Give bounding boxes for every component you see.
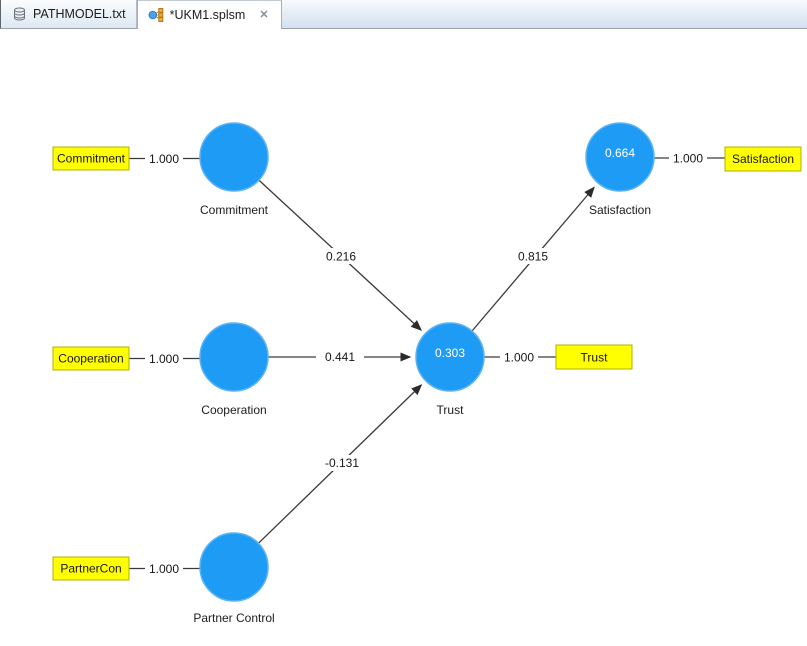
tab-ukm1[interactable]: *UKM1.splsm ✕ bbox=[136, 0, 282, 29]
model-icon bbox=[148, 8, 164, 22]
indicator-trust[interactable]: Trust bbox=[555, 344, 633, 370]
latent-node[interactable] bbox=[199, 322, 269, 392]
latent-label: Satisfaction bbox=[589, 203, 651, 217]
label-backing bbox=[316, 349, 364, 365]
loading-label: 1.000 bbox=[149, 352, 179, 366]
label-backing bbox=[145, 351, 183, 366]
latent-partner-control[interactable]: Partner Control bbox=[193, 532, 275, 625]
indicator-label: Commitment bbox=[57, 152, 126, 166]
latent-label: Partner Control bbox=[193, 611, 274, 625]
latent-commitment[interactable]: Commitment bbox=[199, 122, 269, 217]
latent-satisfaction[interactable]: 0.664 Satisfaction bbox=[585, 122, 655, 217]
indicator-box[interactable] bbox=[52, 346, 130, 371]
label-backing bbox=[317, 455, 367, 471]
indicator-label: Satisfaction bbox=[732, 152, 794, 166]
latent-node[interactable] bbox=[199, 122, 269, 192]
latent-cooperation[interactable]: Cooperation bbox=[199, 322, 269, 417]
label-backing bbox=[145, 151, 183, 166]
indicator-commitment[interactable]: Commitment bbox=[52, 146, 130, 171]
indicator-box[interactable] bbox=[52, 556, 130, 581]
r-squared-value: 0.303 bbox=[435, 346, 465, 360]
indicator-box[interactable] bbox=[555, 344, 633, 370]
indicator-label: Trust bbox=[581, 351, 609, 365]
model-canvas[interactable]: 1.000 1.000 1.000 1.000 1.000 0.216 0.44… bbox=[0, 29, 807, 646]
label-backing bbox=[669, 150, 707, 165]
editor-tab-bar: PATHMODEL.txt *UKM1.splsm ✕ bbox=[0, 0, 807, 29]
database-icon bbox=[11, 7, 27, 21]
path-coefficient-label: 0.815 bbox=[518, 250, 548, 264]
latent-label: Cooperation bbox=[201, 403, 266, 417]
latent-node[interactable] bbox=[415, 322, 485, 392]
path-coefficient-label: 0.216 bbox=[326, 250, 356, 264]
latent-label: Trust bbox=[437, 403, 465, 417]
indicator-partnercon[interactable]: PartnerCon bbox=[52, 556, 130, 581]
indicator-label: Cooperation bbox=[58, 352, 123, 366]
indicator-box[interactable] bbox=[52, 146, 130, 171]
latent-label: Commitment bbox=[200, 203, 269, 217]
loading-label: 1.000 bbox=[504, 351, 534, 365]
latent-node[interactable] bbox=[585, 122, 655, 192]
r-squared-value: 0.664 bbox=[605, 146, 635, 160]
indicator-cooperation[interactable]: Cooperation bbox=[52, 346, 130, 371]
tab-label: PATHMODEL.txt bbox=[33, 7, 126, 21]
label-backing bbox=[511, 248, 555, 264]
indicator-box[interactable] bbox=[724, 146, 802, 172]
loading-label: 1.000 bbox=[149, 152, 179, 166]
loading-label: 1.000 bbox=[673, 152, 703, 166]
label-backing bbox=[145, 561, 183, 576]
label-backing bbox=[500, 349, 538, 364]
close-icon[interactable]: ✕ bbox=[259, 8, 269, 21]
latent-node[interactable] bbox=[199, 532, 269, 602]
tab-label: *UKM1.splsm bbox=[169, 8, 246, 22]
indicator-label: PartnerCon bbox=[60, 562, 121, 576]
label-backing bbox=[319, 248, 363, 264]
path-coefficient-label: -0.131 bbox=[325, 456, 359, 470]
indicator-satisfaction[interactable]: Satisfaction bbox=[724, 146, 802, 172]
latent-trust[interactable]: 0.303 Trust bbox=[415, 322, 485, 417]
loading-label: 1.000 bbox=[149, 562, 179, 576]
path-coefficient-label: 0.441 bbox=[325, 350, 355, 364]
tab-pathmodel[interactable]: PATHMODEL.txt bbox=[1, 0, 137, 28]
path-model-diagram: 1.000 1.000 1.000 1.000 1.000 0.216 0.44… bbox=[52, 122, 802, 625]
